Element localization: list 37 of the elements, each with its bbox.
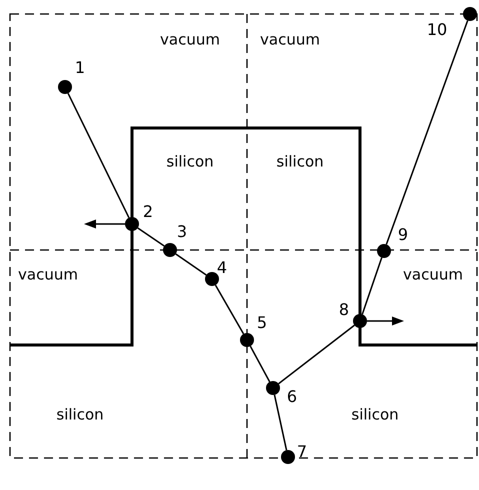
region-label: vacuum xyxy=(403,268,463,282)
point-dot xyxy=(240,333,254,347)
region-label: vacuum xyxy=(160,32,220,48)
point-dot xyxy=(125,217,139,231)
point-number: 5 xyxy=(256,315,268,331)
point-number: 4 xyxy=(216,260,228,276)
point-number: 7 xyxy=(296,444,308,460)
path-segment xyxy=(175,253,207,276)
region-label: vacuum xyxy=(260,32,320,48)
path-segment xyxy=(362,257,382,315)
point-dot xyxy=(281,450,295,464)
point-dot xyxy=(353,314,367,328)
path-segment xyxy=(137,227,165,247)
region-label: silicon xyxy=(56,408,104,422)
point-number: 8 xyxy=(338,302,350,318)
point-dot xyxy=(163,243,177,257)
point-number: 6 xyxy=(286,389,298,405)
path-segment xyxy=(67,92,130,218)
path-segment xyxy=(250,346,270,382)
point-dot xyxy=(463,7,477,21)
region-label: vacuum xyxy=(18,268,78,282)
point-dot xyxy=(266,381,280,395)
point-dot xyxy=(205,272,219,286)
path-segment xyxy=(214,284,244,334)
path-segment xyxy=(274,394,288,450)
region-label: silicon xyxy=(276,154,324,170)
point-number: 10 xyxy=(426,22,448,38)
point-number: 1 xyxy=(74,60,86,76)
path-segment xyxy=(278,324,355,384)
point-dot xyxy=(377,244,391,258)
point-dot xyxy=(58,80,72,94)
point-number: 2 xyxy=(142,204,154,220)
point-number: 3 xyxy=(176,224,188,240)
point-number: 9 xyxy=(398,227,408,243)
region-label: silicon xyxy=(351,408,399,422)
region-label: silicon xyxy=(166,154,214,170)
path-segment xyxy=(386,20,468,245)
